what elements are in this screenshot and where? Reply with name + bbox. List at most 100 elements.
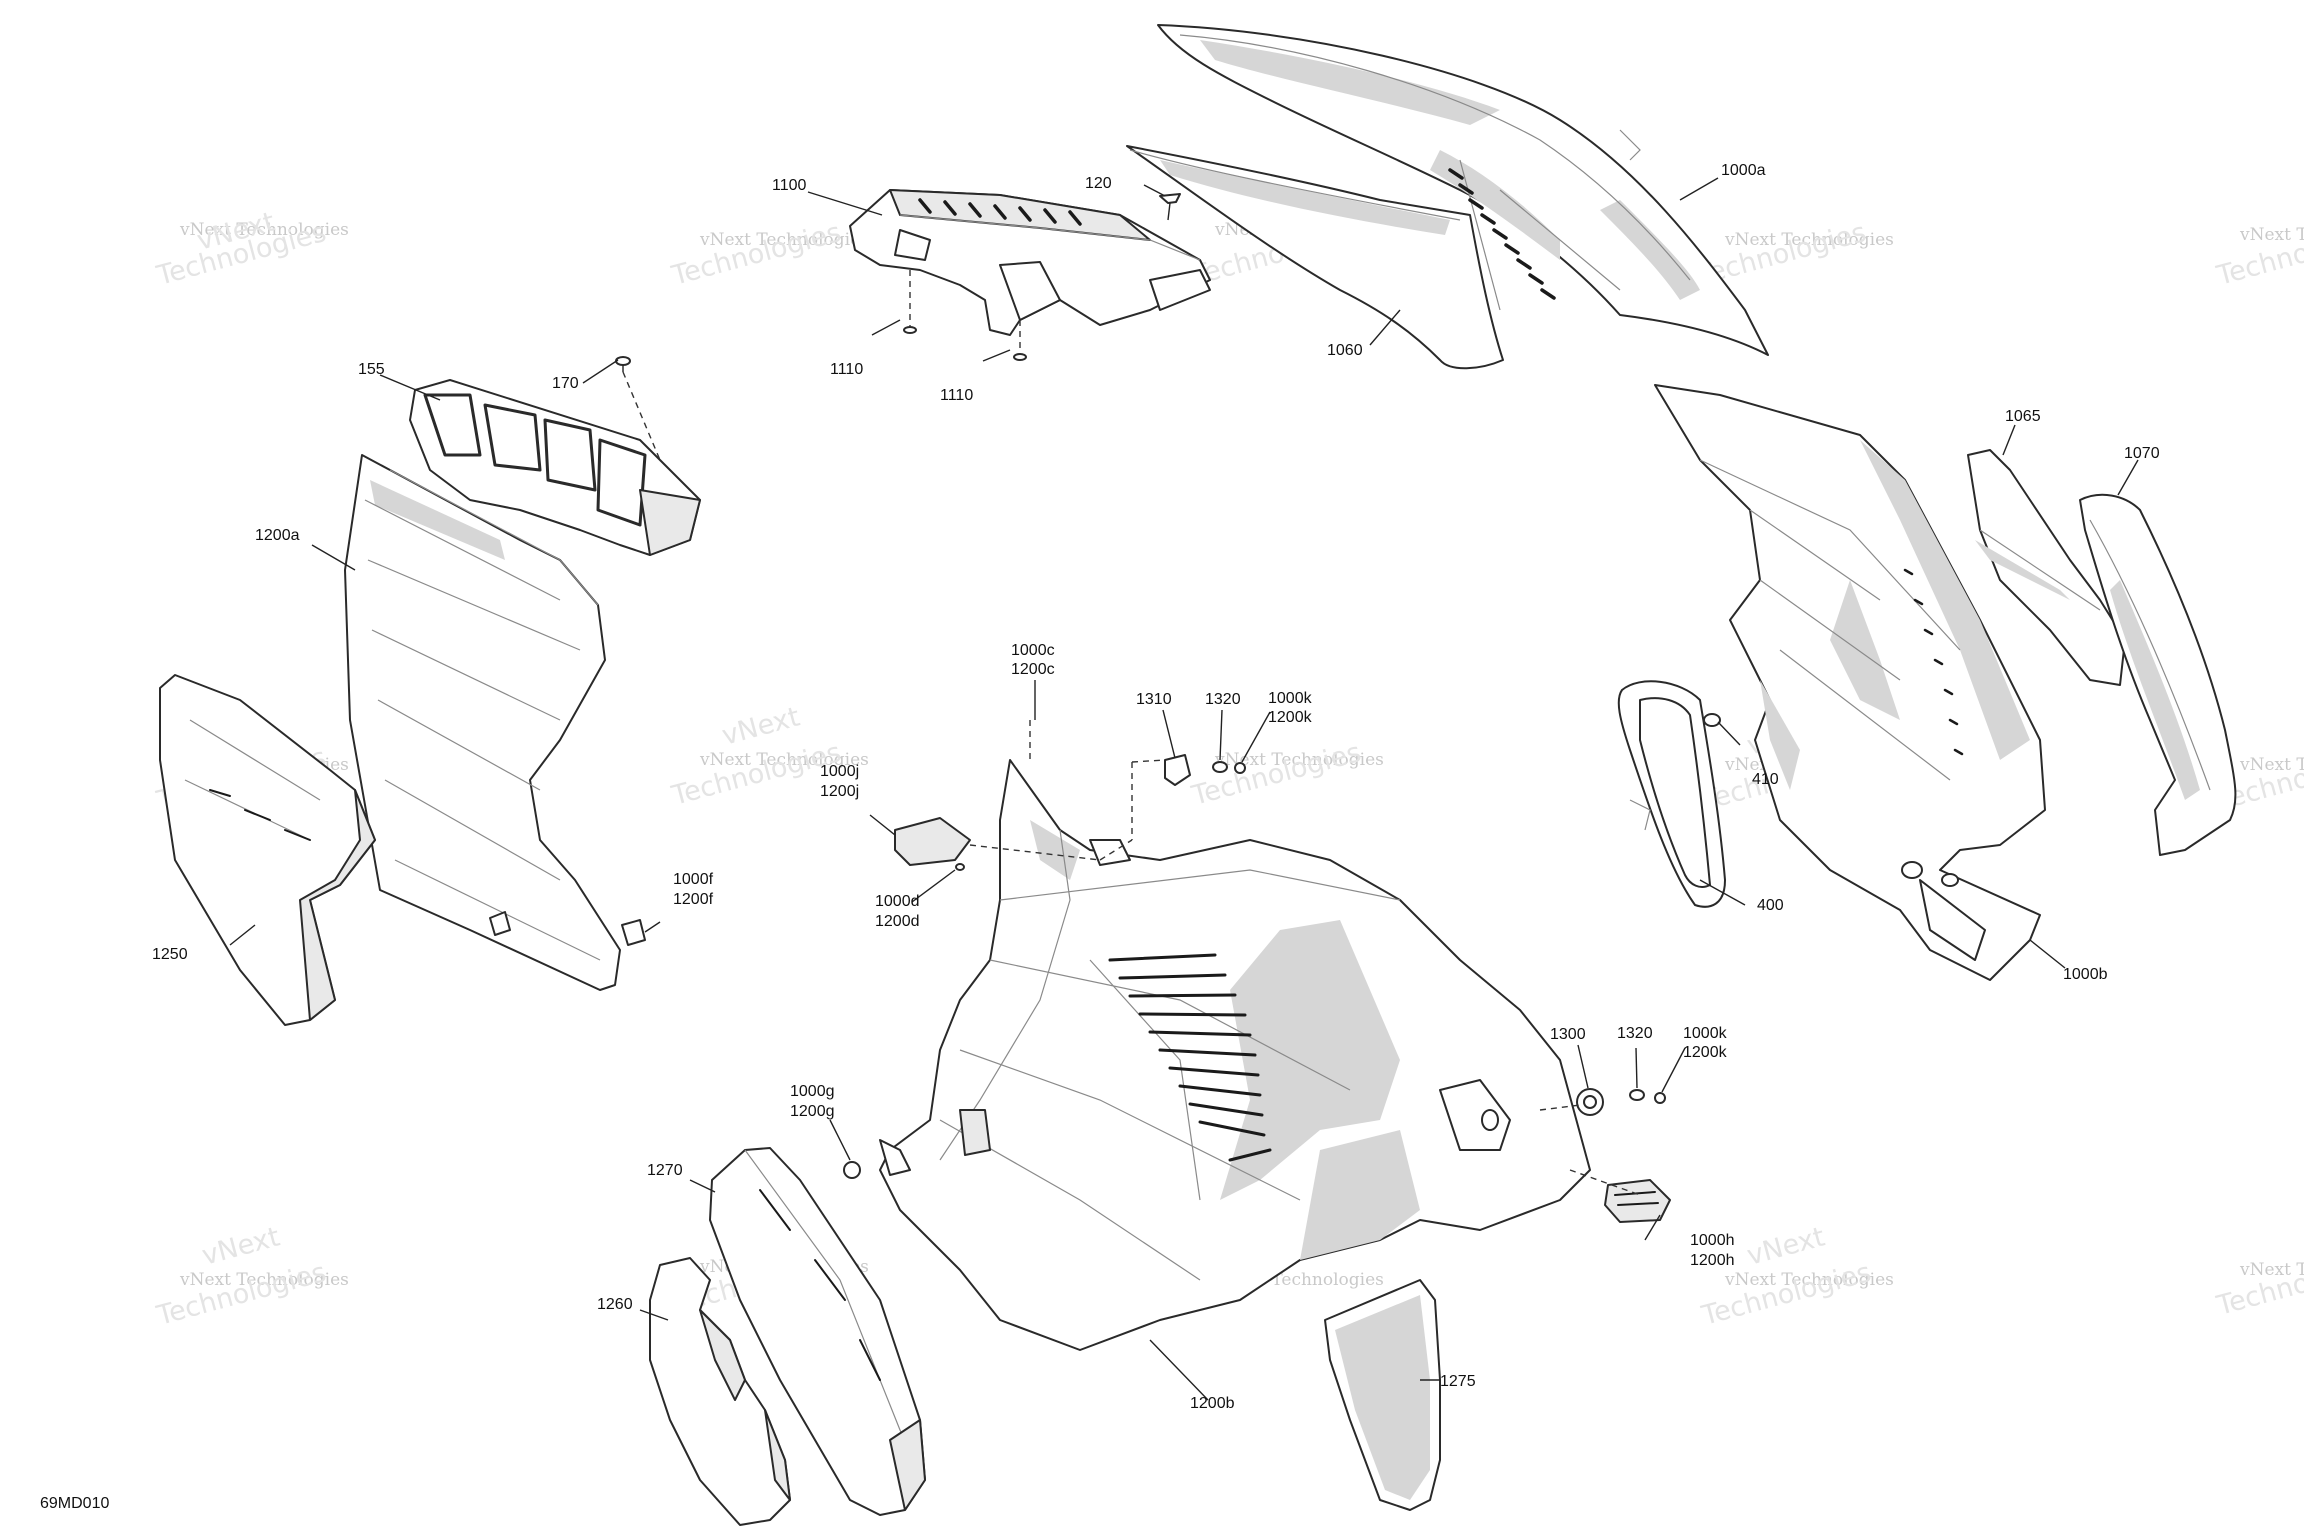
watermark: vNext Technologies Technologies	[1188, 737, 1384, 812]
fastener-1000k-lower	[1654, 1092, 1666, 1104]
fastener-1320-upper	[1212, 761, 1228, 773]
part-1000b-right-panel	[1654, 384, 2046, 981]
svg-text:vNext Technologies: vNext Technologies	[179, 1270, 349, 1290]
fastener-1000k-upper	[1234, 762, 1246, 774]
part-155-grille	[409, 379, 701, 556]
callout-1270: 1270	[647, 1162, 683, 1179]
callout-1000j: 1000j	[820, 763, 859, 780]
vent-slots	[1903, 568, 1964, 756]
callout-1110-left: 1110	[830, 361, 863, 378]
callout-1250: 1250	[152, 946, 188, 963]
fastener-1000d	[955, 863, 965, 871]
connector-1000h	[1569, 1169, 1671, 1223]
watermark: vNext Technologies Technologies vNext	[153, 1221, 349, 1332]
fastener-1000f	[621, 919, 646, 946]
callout-1000c: 1000c	[1011, 642, 1055, 659]
watermark: vNext Technologies Technologies	[2213, 1247, 2304, 1322]
part-1100-bracket	[849, 189, 1211, 336]
callout-1200f: 1200f	[673, 891, 714, 908]
fastener-1310	[1164, 754, 1191, 786]
part-1200a-side-panel	[344, 454, 621, 991]
diagram-id: 69MD010	[40, 1495, 109, 1512]
callout-1200g: 1200g	[790, 1103, 835, 1120]
callout-labels: 1100 120 1000a 1110 1110 1060 155 170 12…	[152, 162, 2160, 1412]
callout-1200b: 1200b	[1190, 1395, 1235, 1412]
fastener-1000g	[843, 1161, 861, 1179]
leader-lines	[229, 177, 2139, 1401]
svg-text:vNext: vNext	[719, 701, 803, 751]
watermark: vNext Technologies Technologies vNext	[153, 206, 349, 292]
svg-text:vNext: vNext	[199, 1221, 283, 1271]
callout-155: 155	[358, 361, 385, 378]
svg-text:Technologies: Technologies	[668, 217, 845, 292]
part-1060-panel	[1126, 145, 1504, 370]
part-1275	[1324, 1279, 1441, 1511]
callout-1200k-upper: 1200k	[1268, 709, 1313, 726]
svg-text:vNext Technologies: vNext Technologies	[2239, 755, 2304, 775]
callout-1000g: 1000g	[790, 1083, 835, 1100]
svg-text:Technologies: Technologies	[2213, 1247, 2304, 1322]
callout-120: 120	[1085, 175, 1112, 192]
fastener-1110-left	[903, 270, 917, 334]
callout-1000d: 1000d	[875, 893, 920, 910]
svg-text:Technologies: Technologies	[668, 737, 845, 812]
fastener-410	[1703, 713, 1741, 746]
watermark: vNext Technologies Technologies	[668, 217, 869, 292]
callout-1200k-lower: 1200k	[1683, 1044, 1728, 1061]
callout-1065: 1065	[2005, 408, 2041, 425]
callout-1000h: 1000h	[1690, 1232, 1735, 1249]
callout-1260: 1260	[597, 1296, 633, 1313]
part-400-frame	[1617, 680, 1726, 908]
svg-text:vNext Technologies: vNext Technologies	[1724, 1270, 1894, 1290]
fastener-1300	[1576, 1088, 1604, 1116]
svg-text:vNext: vNext	[1744, 1221, 1828, 1271]
callout-1000k-upper: 1000k	[1268, 690, 1313, 707]
callout-1310: 1310	[1136, 691, 1172, 708]
callout-410: 410	[1752, 771, 1779, 788]
callout-1275: 1275	[1440, 1373, 1476, 1390]
fastener-120	[1159, 193, 1181, 221]
callout-1070: 1070	[2124, 445, 2160, 462]
callout-400: 400	[1757, 897, 1784, 914]
watermark: vNext Technologies Technologies	[2213, 217, 2304, 292]
fastener-170	[615, 356, 661, 461]
part-1260	[649, 1257, 791, 1526]
callout-1320-upper: 1320	[1205, 691, 1241, 708]
connector-1000j	[894, 817, 1101, 866]
callout-170: 170	[552, 375, 579, 392]
callout-1320-lower: 1320	[1617, 1025, 1653, 1042]
fastener-1320-lower	[1629, 1089, 1645, 1101]
part-1070	[2079, 493, 2237, 856]
dash-connector	[1099, 759, 1166, 861]
svg-text:vNext Technologies: vNext Technologies	[699, 750, 869, 770]
part-1250-left-panel	[159, 674, 376, 1026]
svg-text:vNext Technologies: vNext Technologies	[1214, 750, 1384, 770]
svg-text:vNext Technologies: vNext Technologies	[1724, 230, 1894, 250]
part-1200b-center-panel	[879, 759, 1591, 1351]
part-1000a-upper-panel	[1157, 24, 1769, 356]
callout-1100: 1100	[772, 177, 807, 194]
vent-slots	[1448, 168, 1556, 300]
callout-1000k-lower: 1000k	[1683, 1025, 1728, 1042]
svg-text:vNext Technologies: vNext Technologies	[2239, 225, 2304, 245]
callout-1000a: 1000a	[1721, 162, 1766, 179]
svg-text:vNext Technologies: vNext Technologies	[2239, 1260, 2304, 1280]
callout-1200j: 1200j	[820, 783, 859, 800]
dash-connector	[1539, 1104, 1581, 1111]
callout-1200h: 1200h	[1690, 1252, 1735, 1269]
fastener-1110-right	[1013, 320, 1027, 361]
callout-1200a: 1200a	[255, 527, 300, 544]
svg-text:vNext Technologies: vNext Technologies	[699, 230, 869, 250]
callout-1300: 1300	[1550, 1026, 1586, 1043]
callout-1000b: 1000b	[2063, 966, 2108, 983]
part-1270	[709, 1147, 926, 1516]
svg-text:vNext Technologies: vNext Technologies	[179, 220, 349, 240]
vent-slots	[1108, 953, 1272, 1162]
callout-1200c: 1200c	[1011, 661, 1055, 678]
callout-1200d: 1200d	[875, 913, 920, 930]
svg-text:Technologies: Technologies	[1188, 737, 1365, 812]
callout-1060: 1060	[1327, 342, 1363, 359]
callout-1110-right: 1110	[940, 387, 973, 404]
svg-text:Technologies: Technologies	[153, 1257, 330, 1332]
